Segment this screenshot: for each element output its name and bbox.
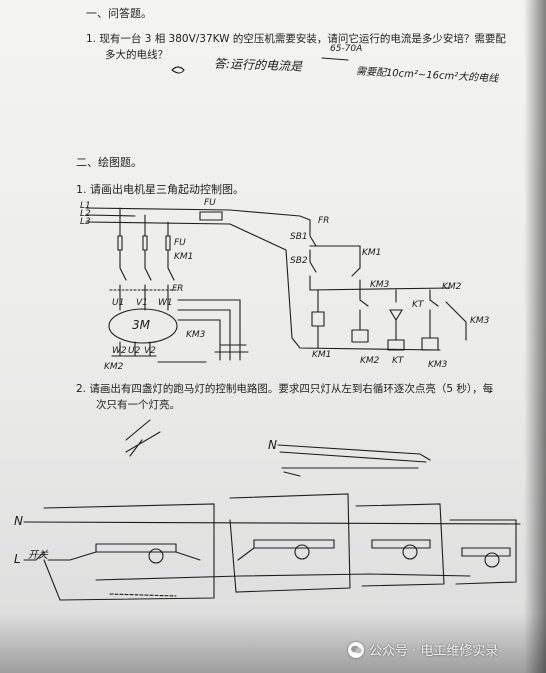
phase-1-drop — [117, 207, 127, 299]
fuse-top — [199, 211, 223, 221]
control-return — [291, 337, 441, 351]
label-u2: U2 — [128, 346, 141, 356]
drawing-question-2-cont: 次只有一个灯亮。 — [96, 399, 180, 411]
label-km1-coil: KM1 — [312, 350, 332, 360]
ink-blot-icon — [171, 66, 185, 74]
label-l3: L3 — [80, 217, 91, 227]
label-km3-coil: KM3 — [428, 360, 448, 370]
phase-2-drop — [142, 214, 152, 299]
label-km3-motor: KM3 — [186, 330, 206, 340]
section2-heading: 二、绘图题。 — [76, 156, 142, 169]
label-n-sketch: N — [268, 438, 277, 452]
km1-coil — [311, 289, 325, 349]
label-motor: 3M — [132, 318, 150, 332]
km1-aux-branch — [309, 245, 361, 291]
label-km3-a: KM3 — [370, 280, 390, 290]
control-bus — [309, 287, 451, 291]
bus-l3 — [85, 221, 231, 225]
km3-branch — [421, 289, 439, 351]
label-sb1: SB1 — [290, 232, 308, 242]
drawing-question-2: 2. 请画出有四盏灯的跑马灯的控制电路图。要求四只灯从左到右循环逐次点亮（5 秒… — [76, 383, 494, 395]
km3-self-hold — [445, 301, 467, 341]
page-shadow-right — [524, 0, 546, 673]
live-line-switch — [23, 551, 71, 561]
scratch-sketch — [125, 419, 161, 457]
bus-l2 — [85, 214, 136, 217]
label-fr-ctrl: FR — [318, 216, 330, 226]
label-w1: W1 — [158, 298, 173, 308]
label-fu: FU — [174, 238, 186, 248]
lamp-1 — [69, 543, 201, 564]
label-kt-coil: KT — [392, 356, 404, 366]
km2-branch — [351, 289, 369, 343]
delta-wiring — [177, 299, 241, 361]
label-l-main: L — [14, 552, 21, 566]
motor-leads-top — [119, 297, 169, 311]
label-km2-coil: KM2 — [104, 362, 124, 372]
phase-3-drop — [165, 221, 175, 299]
label-km1-aux: KM1 — [362, 248, 382, 258]
label-sb2: SB2 — [290, 256, 308, 266]
label-fu-top: FU — [204, 198, 216, 208]
neutral-line — [23, 521, 521, 525]
label-km2-a: KM2 — [442, 282, 462, 292]
ctrl-feed-bottom — [229, 223, 293, 339]
lamp-frame-4 — [449, 519, 517, 585]
motor-symbol — [108, 308, 178, 344]
lamp-4 — [461, 547, 511, 568]
label-v2: V2 — [144, 346, 156, 356]
question-1-text: 1. 现有一台 3 相 380V/37KW 的空压机需要安装，请问它运行的电流是… — [86, 33, 506, 45]
label-l1: L1 — [80, 201, 91, 211]
lamp-frame-1 — [43, 503, 215, 601]
ctrl-feed-top — [229, 209, 311, 221]
answer-annotation: 65-70A — [330, 44, 363, 54]
lamp-2 — [237, 539, 335, 561]
label-km1: KM1 — [174, 252, 194, 262]
label-switch: 开关 — [28, 550, 48, 561]
watermark: 公众号 · 电工维修实录 — [348, 640, 498, 659]
answer-strike — [321, 57, 349, 61]
bottom-dashed — [109, 593, 177, 597]
label-v1: V1 — [136, 298, 148, 308]
label-l2: L2 — [80, 209, 91, 219]
label-km2-coil-ctrl: KM2 — [360, 356, 380, 366]
label-n-main: N — [14, 514, 23, 528]
bus-l1 — [85, 207, 231, 211]
control-main-branch — [309, 219, 317, 291]
label-kt: KT — [412, 300, 424, 310]
question-1-text-cont: 多大的电线？ — [105, 49, 168, 61]
lamp-frame-3 — [355, 503, 445, 587]
motor-leads-bottom — [119, 341, 151, 357]
lamp-frame-2 — [229, 493, 351, 593]
section1-heading: 一、问答题。 — [86, 7, 152, 20]
page-shadow-bottom — [0, 613, 546, 673]
label-w2: W2 — [112, 346, 127, 356]
lamp-3 — [371, 539, 431, 560]
wechat-logo-icon — [348, 641, 364, 658]
timer-line — [95, 573, 471, 581]
sketch-n-line — [277, 444, 431, 477]
km3-contacts — [214, 344, 249, 353]
watermark-text: 公众号 · 电工维修实录 — [369, 644, 499, 659]
label-u1: U1 — [112, 298, 125, 308]
label-fr-main: FR — [172, 284, 184, 294]
drawing-question-1: 1. 请画出电机星三角起动控制图。 — [76, 183, 244, 196]
kt-branch — [387, 289, 405, 351]
label-km3-b: KM3 — [470, 316, 490, 326]
